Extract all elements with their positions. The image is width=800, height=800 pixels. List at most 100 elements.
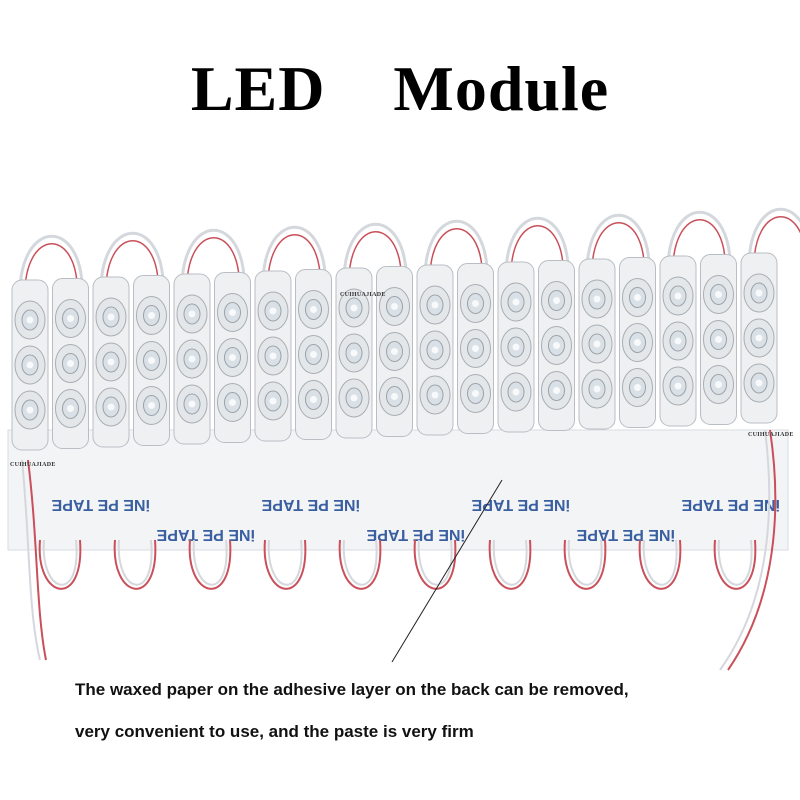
wire-red bbox=[713, 539, 757, 590]
led-highlight bbox=[26, 406, 34, 414]
led-highlight bbox=[512, 298, 520, 306]
wire-red bbox=[38, 539, 82, 590]
led-highlight bbox=[472, 300, 479, 307]
wire-white bbox=[417, 539, 453, 586]
wire-loop bbox=[591, 222, 645, 280]
wire-loop bbox=[510, 225, 564, 283]
led-highlight bbox=[229, 399, 236, 406]
wire-white bbox=[192, 539, 228, 586]
led-highlight bbox=[674, 337, 682, 345]
watermark: CUIHUAJIADE bbox=[748, 432, 794, 438]
led-highlight bbox=[26, 361, 34, 369]
wire-lead bbox=[21, 459, 41, 661]
wire-lead bbox=[727, 429, 777, 671]
wire-loop bbox=[747, 207, 800, 274]
wire-white bbox=[492, 539, 528, 586]
led-module-strip-illustration: iNE PE TAPE iNE PE TAPE iNE PE TAPE iNE PE … bbox=[7, 207, 800, 671]
led-highlight bbox=[188, 310, 196, 318]
caption-line-1: The waxed paper on the adhesive layer on… bbox=[75, 680, 629, 699]
led-highlight bbox=[391, 303, 398, 310]
led-highlight bbox=[634, 339, 641, 346]
led-highlight bbox=[512, 343, 520, 351]
led-highlight bbox=[310, 351, 317, 358]
led-highlight bbox=[269, 397, 277, 405]
wire-loop bbox=[24, 243, 78, 301]
led-highlight bbox=[553, 387, 560, 394]
wire-red bbox=[413, 539, 457, 590]
led-highlight bbox=[67, 405, 74, 412]
led-highlight bbox=[472, 345, 479, 352]
led-highlight bbox=[634, 294, 641, 301]
page-title: LED Module bbox=[190, 53, 610, 124]
led-highlight bbox=[674, 292, 682, 300]
wire-loop bbox=[504, 216, 570, 283]
led-highlight bbox=[107, 403, 115, 411]
wire-white bbox=[717, 539, 753, 586]
led-highlight bbox=[229, 354, 236, 361]
wire-loop bbox=[267, 234, 321, 292]
wire-white bbox=[342, 539, 378, 586]
led-highlight bbox=[148, 312, 155, 319]
led-highlight bbox=[431, 301, 439, 309]
wire-loop bbox=[672, 219, 726, 277]
led-highlight bbox=[391, 393, 398, 400]
led-highlight bbox=[755, 334, 763, 342]
tape-print: iNE PE TAPE bbox=[681, 496, 780, 513]
caption-line-2: very convenient to use, and the paste is… bbox=[75, 722, 474, 741]
wire-red bbox=[638, 539, 682, 590]
wire-loop bbox=[348, 231, 402, 289]
wire-loop bbox=[186, 237, 240, 295]
led-highlight bbox=[715, 381, 722, 388]
wire-loop bbox=[429, 228, 483, 286]
led-highlight bbox=[512, 388, 520, 396]
led-highlight bbox=[391, 348, 398, 355]
wire-white bbox=[567, 539, 603, 586]
wire-red bbox=[488, 539, 532, 590]
led-highlight bbox=[67, 315, 74, 322]
led-highlight bbox=[269, 352, 277, 360]
wire-loop bbox=[753, 216, 800, 274]
wire-loop bbox=[342, 222, 408, 289]
led-highlight bbox=[553, 297, 560, 304]
adhesive-tape bbox=[7, 429, 789, 551]
watermark: CUIHUAJIADE bbox=[340, 292, 386, 298]
led-highlight bbox=[188, 355, 196, 363]
led-highlight bbox=[472, 390, 479, 397]
wire-red bbox=[563, 539, 607, 590]
led-highlight bbox=[188, 400, 196, 408]
led-highlight bbox=[148, 357, 155, 364]
tape-print: iNE PE TAPE bbox=[261, 496, 360, 513]
led-highlight bbox=[431, 346, 439, 354]
wire-lead bbox=[27, 459, 47, 661]
wire-loop bbox=[666, 210, 732, 277]
wire-loop bbox=[585, 213, 651, 280]
led-module-photo: iNE PE TAPE iNE PE TAPE iNE PE TAPE iNE PE … bbox=[0, 180, 800, 680]
wire-loop bbox=[423, 219, 489, 286]
led-highlight bbox=[269, 307, 277, 315]
wire-red bbox=[113, 539, 157, 590]
wire-loop bbox=[261, 225, 327, 292]
tape-print: iNE PE TAPE bbox=[366, 526, 465, 543]
wire-loop bbox=[18, 234, 84, 301]
led-highlight bbox=[107, 313, 115, 321]
led-highlight bbox=[310, 306, 317, 313]
led-highlight bbox=[67, 360, 74, 367]
led-highlight bbox=[755, 379, 763, 387]
led-highlight bbox=[229, 309, 236, 316]
led-highlight bbox=[350, 304, 358, 312]
tape-print: iNE PE TAPE bbox=[51, 496, 150, 513]
led-highlight bbox=[593, 385, 601, 393]
led-highlight bbox=[593, 340, 601, 348]
led-highlight bbox=[26, 316, 34, 324]
led-highlight bbox=[107, 358, 115, 366]
led-highlight bbox=[593, 295, 601, 303]
wire-red bbox=[338, 539, 382, 590]
wire-white bbox=[117, 539, 153, 586]
watermark: CUIHUAJIADE bbox=[10, 462, 56, 468]
wire-loop bbox=[99, 231, 165, 298]
wire-loop bbox=[105, 240, 159, 298]
led-highlight bbox=[674, 382, 682, 390]
led-highlight bbox=[350, 349, 358, 357]
wire-white bbox=[267, 539, 303, 586]
led-highlight bbox=[350, 394, 358, 402]
